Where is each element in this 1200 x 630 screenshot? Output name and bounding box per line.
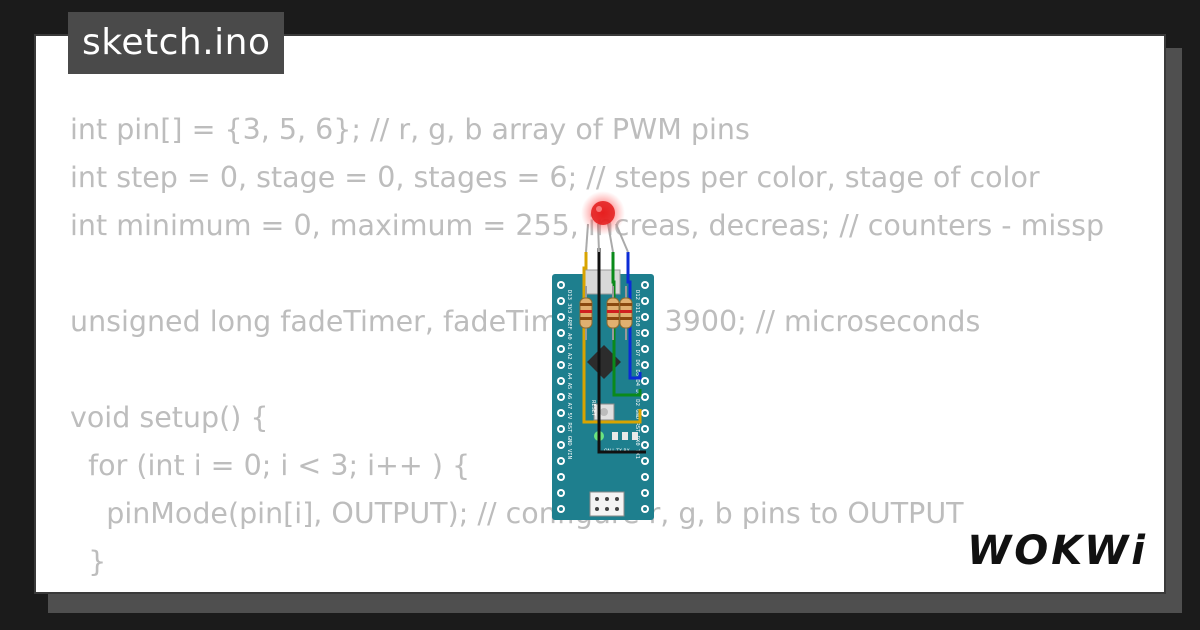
rx-led xyxy=(632,432,638,440)
icsp-header xyxy=(589,491,625,517)
right-pin-header xyxy=(641,281,649,513)
wire-red[interactable] xyxy=(582,252,642,424)
code-editor: int pin[] = {3, 5, 6}; // r, g, b array … xyxy=(70,106,1105,592)
code-line: int step = 0, stage = 0, stages = 6; // … xyxy=(70,161,1040,194)
right-pin-labels: D12 D11 D10 D9 D8 D7 D6 D5 D4 D3 D2 GND … xyxy=(634,290,640,459)
wire-ground[interactable] xyxy=(597,248,646,454)
wire-blue[interactable] xyxy=(626,252,642,380)
code-line: for (int i = 0; i < 3; i++ ) { xyxy=(70,449,471,482)
left-pin-labels: D13 3V3 AREF A0 A1 A2 A3 A4 A5 A6 A7 5V … xyxy=(566,290,572,459)
rgb-led[interactable] xyxy=(581,191,629,253)
resistor-blue[interactable] xyxy=(619,286,633,340)
wokwi-logo: WOKWi xyxy=(967,528,1148,574)
code-line: int minimum = 0, maximum = 255, increas,… xyxy=(70,209,1105,242)
status-led xyxy=(612,432,618,440)
left-pin-header xyxy=(557,281,565,513)
reset-label: RESET xyxy=(590,400,596,417)
resistor-red[interactable] xyxy=(579,286,593,340)
tx-led xyxy=(622,432,628,440)
circuit-diagram[interactable]: D13 3V3 AREF A0 A1 A2 A3 A4 A5 A6 A7 5V … xyxy=(544,190,664,520)
code-line: } xyxy=(70,545,107,578)
code-line: void setup() { xyxy=(70,401,269,434)
file-tab-sketch[interactable]: sketch.ino xyxy=(68,12,285,74)
reset-button-cap[interactable] xyxy=(600,408,608,416)
resistor-green[interactable] xyxy=(606,286,620,340)
code-line: } xyxy=(70,586,1104,592)
code-line: int pin[] = {3, 5, 6}; // r, g, b array … xyxy=(70,113,750,146)
